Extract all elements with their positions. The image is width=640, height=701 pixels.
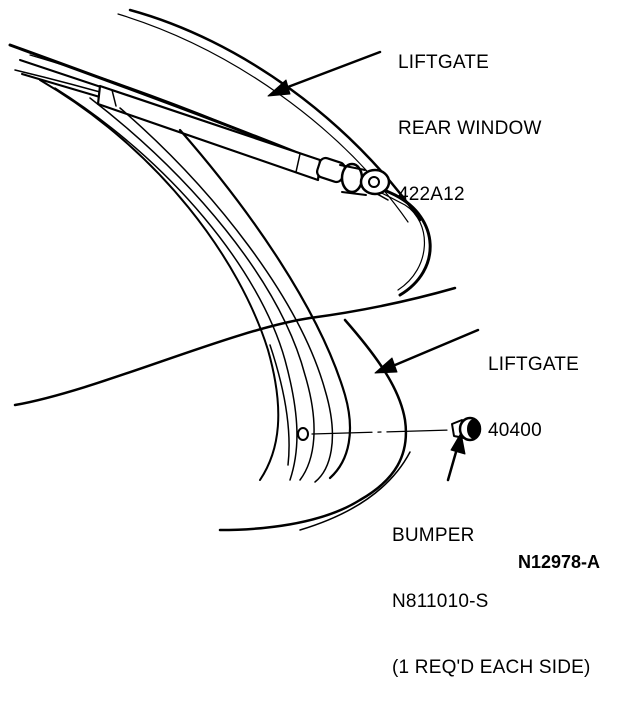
callout-bumper-line2: N811010-S bbox=[392, 591, 489, 612]
callout-liftgate: LIFTGATE 40400 bbox=[488, 310, 579, 464]
callout-rear-window: LIFTGATE REAR WINDOW 422A12 bbox=[398, 8, 542, 228]
callout-bumper-line3: (1 REQ'D EACH SIDE) bbox=[392, 657, 591, 678]
lift-support-strut bbox=[19, 59, 391, 196]
rear-window-glass bbox=[8, 43, 432, 297]
strut-ball-socket bbox=[339, 162, 391, 196]
callout-bumper-line1: BUMPER bbox=[392, 525, 475, 546]
callout-bumper: BUMPER N811010-S (1 REQ'D EACH SIDE) bbox=[392, 481, 591, 701]
liftgate-diagram bbox=[8, 8, 482, 532]
bumper-part-icon bbox=[451, 416, 482, 442]
callout-rear-window-line3: 422A12 bbox=[398, 184, 465, 205]
figure-reference-code: N12978-A bbox=[518, 552, 601, 572]
leader-arrow-liftgate bbox=[374, 328, 480, 374]
callout-liftgate-line1: LIFTGATE bbox=[488, 354, 579, 375]
leader-arrow-bumper bbox=[446, 432, 466, 482]
bumper-assembly bbox=[297, 416, 482, 442]
callout-rear-window-line1: LIFTGATE bbox=[398, 52, 489, 73]
callout-liftgate-line2: 40400 bbox=[488, 420, 542, 441]
callout-rear-window-line2: REAR WINDOW bbox=[398, 118, 542, 139]
liftgate-panel bbox=[13, 286, 457, 532]
leader-arrow-rear-window bbox=[267, 50, 382, 97]
body-pillar-lines bbox=[39, 79, 352, 483]
